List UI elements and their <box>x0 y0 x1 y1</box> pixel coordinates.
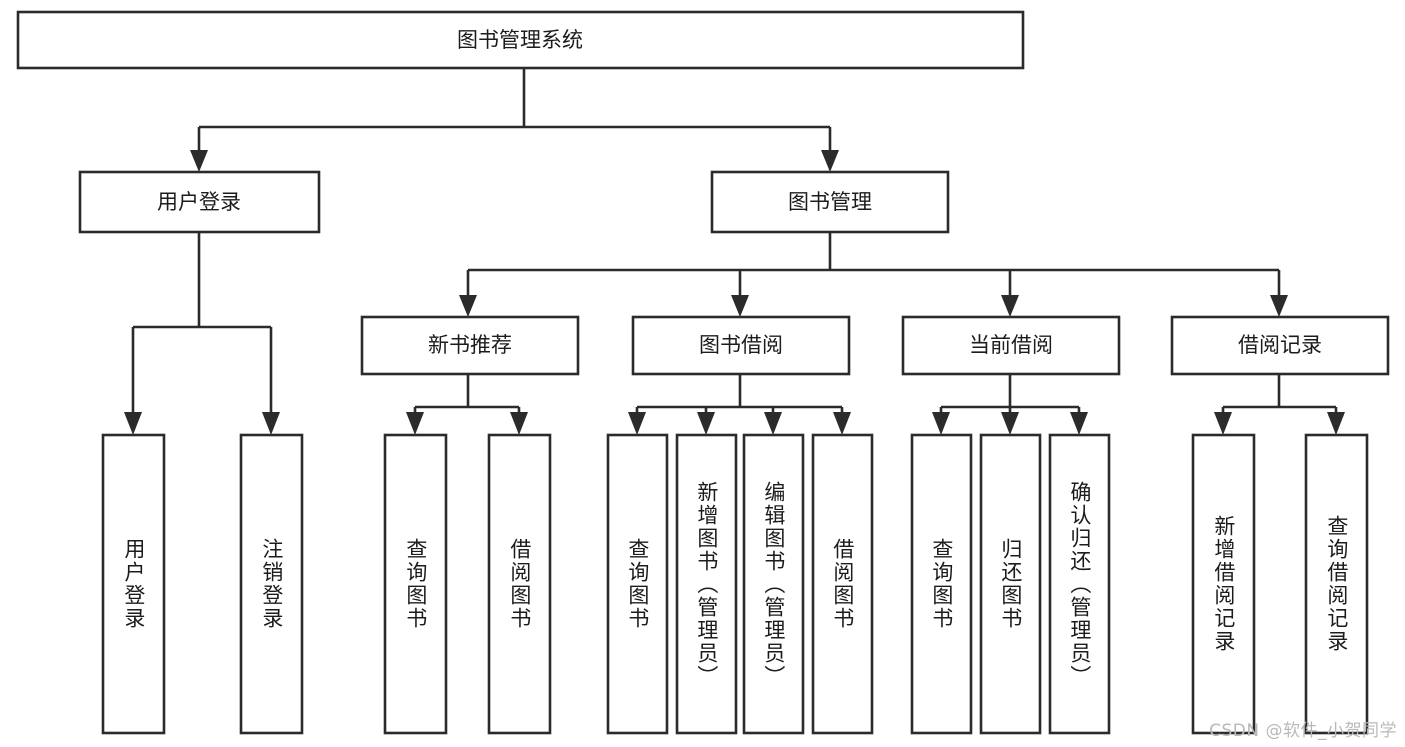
node-book-borrow-label: 图书借阅 <box>699 333 783 357</box>
arrow-head-leaf-query-book-1 <box>406 412 424 435</box>
arrow-head-leaf-add-book <box>697 412 715 435</box>
node-new-book-recommend-label: 新书推荐 <box>428 333 512 357</box>
connector-group-user-login-to-leaves <box>124 232 280 435</box>
arrow-head-book-manage <box>821 150 839 172</box>
leaf-boxes-book-borrow <box>606 433 874 735</box>
node-user-login-box[interactable] <box>78 170 321 234</box>
arrow-head-leaf-query-record <box>1327 412 1345 435</box>
leaf-box-query-book-3[interactable] <box>910 433 973 735</box>
node-root-box[interactable] <box>16 10 1025 70</box>
node-book-manage-box[interactable] <box>710 170 950 234</box>
leaf-boxes-current-borrow <box>910 433 1111 735</box>
leaf-box-add-book[interactable] <box>675 433 738 735</box>
arrow-head-leaf-query-book-3 <box>932 412 950 435</box>
node-user-login[interactable]: 用户登录 <box>78 170 321 234</box>
arrow-head-leaf-logout <box>262 412 280 435</box>
leaf-boxes-borrow-record <box>1191 433 1369 735</box>
leaf-box-query-book-2[interactable] <box>606 433 669 735</box>
node-book-borrow[interactable]: 图书借阅 <box>631 315 851 376</box>
connector-group-root-to-level2 <box>190 68 839 172</box>
leaf-box-borrow-book-2[interactable] <box>811 433 874 735</box>
leaf-box-edit-book[interactable] <box>742 433 805 735</box>
node-borrow-record-box[interactable] <box>1170 315 1390 376</box>
node-borrow-record[interactable]: 借阅记录 <box>1170 315 1390 376</box>
arrow-head-new-book-recommend <box>459 295 477 317</box>
node-current-borrow-box[interactable] <box>901 315 1121 376</box>
arrow-head-borrow-record <box>1270 295 1288 317</box>
arrow-head-current-borrow <box>1001 295 1019 317</box>
node-book-manage[interactable]: 图书管理 <box>710 170 950 234</box>
connector-group-book-manage-to-level3 <box>459 232 1288 317</box>
leaf-box-user-login[interactable] <box>101 433 166 735</box>
arrow-head-leaf-add-record <box>1214 412 1232 435</box>
arrow-head-leaf-edit-book <box>764 412 782 435</box>
node-new-book-recommend-box[interactable] <box>360 315 580 376</box>
leaf-box-query-record[interactable] <box>1304 433 1369 735</box>
leaf-box-add-record[interactable] <box>1191 433 1256 735</box>
arrow-head-leaf-return-book <box>1001 412 1019 435</box>
arrow-head-leaf-borrow-book-2 <box>833 412 851 435</box>
connector-group-current-borrow-to-leaves <box>932 374 1088 435</box>
node-root[interactable]: 图书管理系统 <box>16 10 1025 70</box>
node-new-book-recommend[interactable]: 新书推荐 <box>360 315 580 376</box>
leaf-box-return-book[interactable] <box>979 433 1042 735</box>
node-current-borrow[interactable]: 当前借阅 <box>901 315 1121 376</box>
node-root-label: 图书管理系统 <box>457 28 583 52</box>
arrow-head-leaf-borrow-book-1 <box>510 412 528 435</box>
arrow-head-book-borrow <box>731 295 749 317</box>
node-user-login-label: 用户登录 <box>157 190 241 214</box>
connector-group-book-borrow-to-leaves <box>628 374 851 435</box>
node-book-borrow-box[interactable] <box>631 315 851 376</box>
node-current-borrow-label: 当前借阅 <box>969 333 1053 357</box>
leaf-boxes-new-book-recommend <box>383 433 552 735</box>
arrow-head-leaf-query-book-2 <box>628 412 646 435</box>
connector-group-new-book-to-leaves <box>406 374 528 435</box>
node-borrow-record-label: 借阅记录 <box>1238 333 1322 357</box>
leaf-box-query-book-1[interactable] <box>383 433 448 735</box>
arrow-head-leaf-confirm-return <box>1070 412 1088 435</box>
node-book-manage-label: 图书管理 <box>788 190 872 214</box>
csdn-watermark: CSDN @软件_小贺同学 <box>1209 721 1397 741</box>
leaf-box-confirm-return[interactable] <box>1048 433 1111 735</box>
arrow-head-leaf-user-login <box>124 412 142 435</box>
connector-group-borrow-record-to-leaves <box>1214 374 1345 435</box>
leaf-box-borrow-book-1[interactable] <box>487 433 552 735</box>
arrow-head-user-login <box>190 150 208 172</box>
leaf-boxes-user-login <box>101 433 304 735</box>
leaf-box-logout[interactable] <box>239 433 304 735</box>
